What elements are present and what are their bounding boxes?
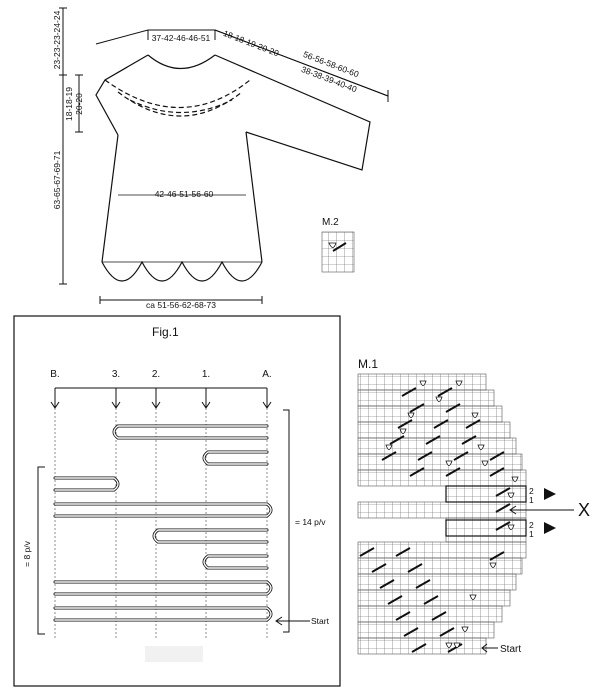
col-label-a: A. [262,369,271,380]
fig1-frame [13,315,341,687]
shoulder-label: 18-18-19-20-20 [222,28,281,58]
right-measure: = 14 p/v [295,517,326,527]
col-label-b: B. [50,369,59,380]
measure-lines [59,7,389,304]
m1-row-label-4: 1 [529,529,534,539]
m2-heart-icon [328,242,337,248]
m2-chart [321,231,355,273]
m1-start-label: Start [500,644,521,655]
fig1-brackets [37,409,310,635]
m1-x-arrow [509,505,574,515]
chest-width-label: 42-46-51-56-60 [155,189,214,199]
fig1-title: Fig.1 [152,325,179,339]
m2-title: M.2 [322,217,339,228]
m1-chart [357,373,527,655]
col-label-3: 3. [112,369,120,380]
m1-start-arrow [481,643,498,653]
neck-width-label: 37-42-46-46-51 [152,33,211,43]
hem-width-label: ca 51-56-62-68-73 [146,300,216,310]
armhole-depth-label: 18-18-19 [64,87,74,121]
fig1-start-label: Start [311,616,330,626]
m1-row-label-2: 1 [529,495,534,505]
yoke-depth-label: 23-23-23-24-24 [52,10,62,69]
triangle-right-icon [544,488,556,500]
triangle-right-icon [544,522,556,534]
col-label-1: 1. [202,369,210,380]
m1-row-label-3: 2 [529,520,534,530]
m1-x-label: X [578,500,590,520]
m1-heart-icons [385,380,519,648]
fig1-columns: B. 3. 2. 1. A. [50,369,272,640]
armhole-depth-label-2: 20-20 [74,93,84,115]
m1-title: M.1 [358,357,378,371]
left-measure: = 8 p/v [22,540,32,567]
m1-row-markers [544,488,556,534]
fig1-blank-patch [145,646,203,662]
body-length-label: 63-65-67-69-71 [52,150,62,209]
col-label-2: 2. [152,369,160,380]
fig1-short-rows [53,424,273,622]
m1-stitch-marks [359,387,511,653]
garment-schematic [95,29,389,282]
m1-row-label-1: 2 [529,486,534,496]
